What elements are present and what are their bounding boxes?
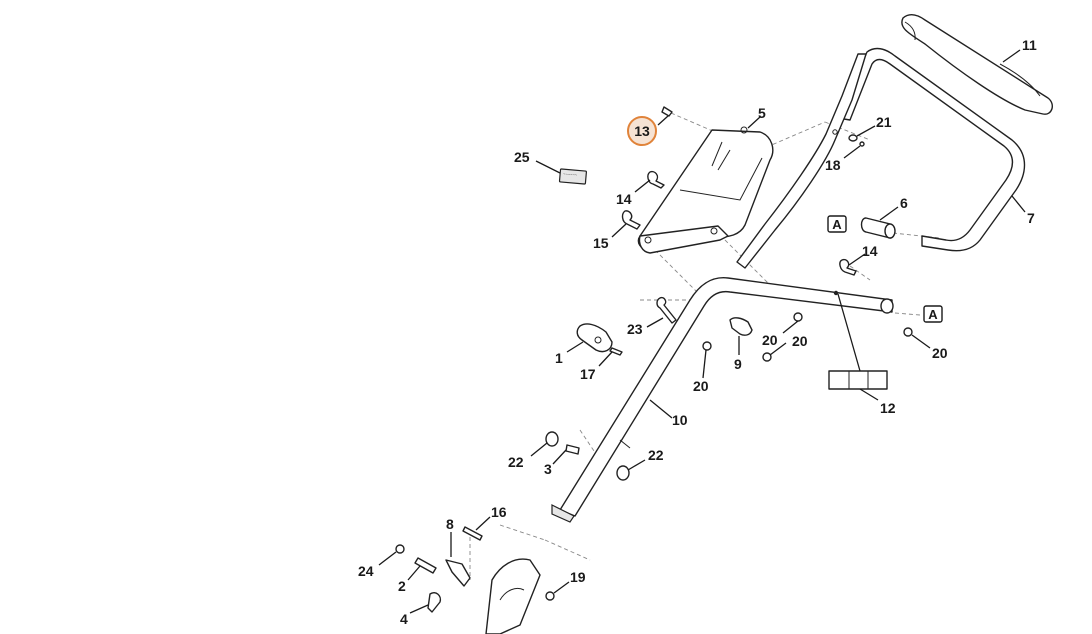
label-15: 15	[593, 235, 609, 251]
label-9: 9	[734, 356, 742, 372]
part-10-lower-handle	[551, 277, 894, 523]
label-12: 12	[880, 400, 896, 416]
part-labels: 11 5 25 14 15 21 18 6 7 14 23 1 17 9 20 …	[358, 37, 1037, 627]
label-1: 1	[555, 350, 563, 366]
label-24: 24	[358, 563, 374, 579]
part-5-cover-plate	[637, 126, 774, 254]
label-14-upper: 14	[616, 191, 632, 207]
label-25: 25	[514, 149, 530, 165]
label-20-a: 20	[762, 332, 778, 348]
label-3: 3	[544, 461, 552, 477]
hardware-parts: ~~~~~~	[395, 106, 913, 634]
leader-lines	[378, 49, 1026, 614]
reference-marker-a-right: A	[923, 305, 943, 323]
label-20-c: 20	[693, 378, 709, 394]
label-21: 21	[876, 114, 892, 130]
label-6: 6	[900, 195, 908, 211]
label-16: 16	[491, 504, 507, 520]
reference-marker-a-left: A	[827, 215, 847, 233]
svg-text:~~~~~~: ~~~~~~	[563, 171, 578, 177]
part-7-upper-handle	[736, 47, 1026, 269]
label-22-left: 22	[508, 454, 524, 470]
label-8: 8	[446, 516, 454, 532]
callout-13-highlighted[interactable]: 13	[627, 116, 657, 146]
label-23: 23	[627, 321, 643, 337]
label-2: 2	[398, 578, 406, 594]
label-11: 11	[1022, 37, 1037, 53]
label-4: 4	[400, 611, 408, 627]
svg-text:A: A	[928, 307, 938, 322]
svg-text:A: A	[832, 217, 842, 232]
part-11-top-grip	[901, 13, 1053, 115]
svg-text:13: 13	[634, 123, 650, 139]
label-22-right: 22	[648, 447, 664, 463]
label-14-lower: 14	[862, 243, 878, 259]
label-5: 5	[758, 105, 766, 121]
label-18: 18	[825, 157, 841, 173]
label-20-b: 20	[792, 333, 808, 349]
label-17: 17	[580, 366, 596, 382]
label-20-d: 20	[932, 345, 948, 361]
label-10: 10	[672, 412, 688, 428]
label-7: 7	[1027, 210, 1035, 226]
label-19: 19	[570, 569, 586, 585]
